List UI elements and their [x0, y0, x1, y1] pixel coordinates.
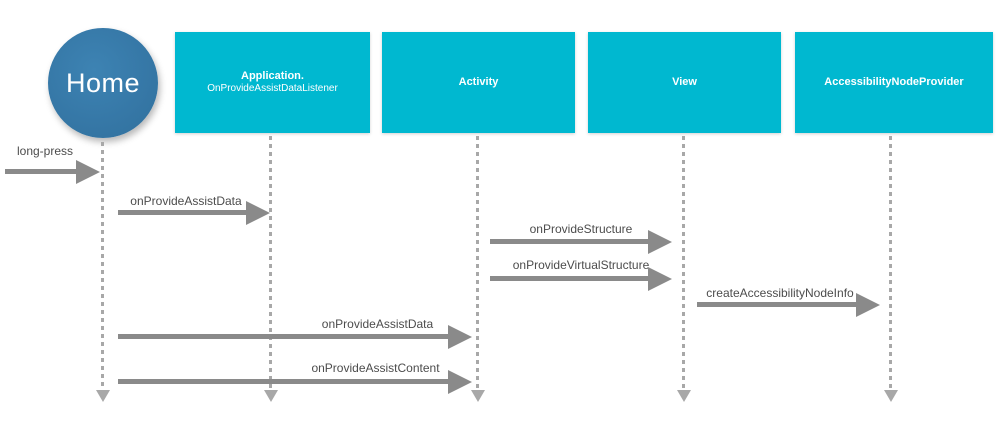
message-label-createaccessibilitynodeinfo: createAccessibilityNodeInfo [706, 286, 854, 300]
message-arrow-onprovidevirtualstructure [490, 276, 650, 281]
actor-application-subtitle: OnProvideAssistDataListener [207, 83, 338, 95]
message-label-onprovideassistcontent: onProvideAssistContent [311, 361, 440, 375]
lifeline-home [101, 142, 104, 390]
actor-activity-title: Activity [458, 75, 499, 88]
lifeline-activity-arrow-icon [471, 390, 485, 402]
message-arrow-onprovideassistdata-application [118, 210, 248, 215]
message-arrowhead-icon [856, 293, 880, 317]
message-arrow-onprovideassistcontent [118, 379, 450, 384]
message-arrow-long-press [5, 169, 78, 174]
actor-application: Application. OnProvideAssistDataListener [175, 32, 370, 133]
message-arrow-onprovidestructure [490, 239, 650, 244]
message-arrow-createaccessibilitynodeinfo [697, 302, 858, 307]
message-arrowhead-icon [448, 325, 472, 349]
message-label-long-press: long-press [16, 144, 74, 158]
message-arrowhead-icon [648, 267, 672, 291]
message-label-onprovidestructure: onProvideStructure [529, 222, 633, 236]
lifeline-accessibility-node-provider [889, 136, 892, 390]
actor-accessibility-node-provider: AccessibilityNodeProvider [795, 32, 993, 133]
message-arrowhead-icon [448, 370, 472, 394]
lifeline-home-arrow-icon [96, 390, 110, 402]
lifeline-view-arrow-icon [677, 390, 691, 402]
message-label-onprovideassistdata-activity: onProvideAssistData [321, 317, 434, 331]
message-label-onprovidevirtualstructure: onProvideVirtualStructure [512, 258, 650, 272]
actor-application-title: Application. [241, 69, 304, 82]
actor-activity: Activity [382, 32, 575, 133]
message-arrowhead-icon [76, 160, 100, 184]
message-arrowhead-icon [246, 201, 270, 225]
actor-view-title: View [672, 75, 697, 88]
lifeline-application-arrow-icon [264, 390, 278, 402]
actor-view: View [588, 32, 781, 133]
lifeline-view [682, 136, 685, 390]
lifeline-application [269, 136, 272, 390]
actor-accessibility-node-provider-title: AccessibilityNodeProvider [824, 75, 964, 88]
message-arrow-onprovideassistdata-activity [118, 334, 450, 339]
message-label-onprovideassistdata-application: onProvideAssistData [130, 194, 242, 208]
message-arrowhead-icon [648, 230, 672, 254]
lifeline-accessibility-node-provider-arrow-icon [884, 390, 898, 402]
actor-home-label: Home [65, 67, 141, 98]
lifeline-activity [476, 136, 479, 390]
actor-home: Home [48, 28, 158, 138]
